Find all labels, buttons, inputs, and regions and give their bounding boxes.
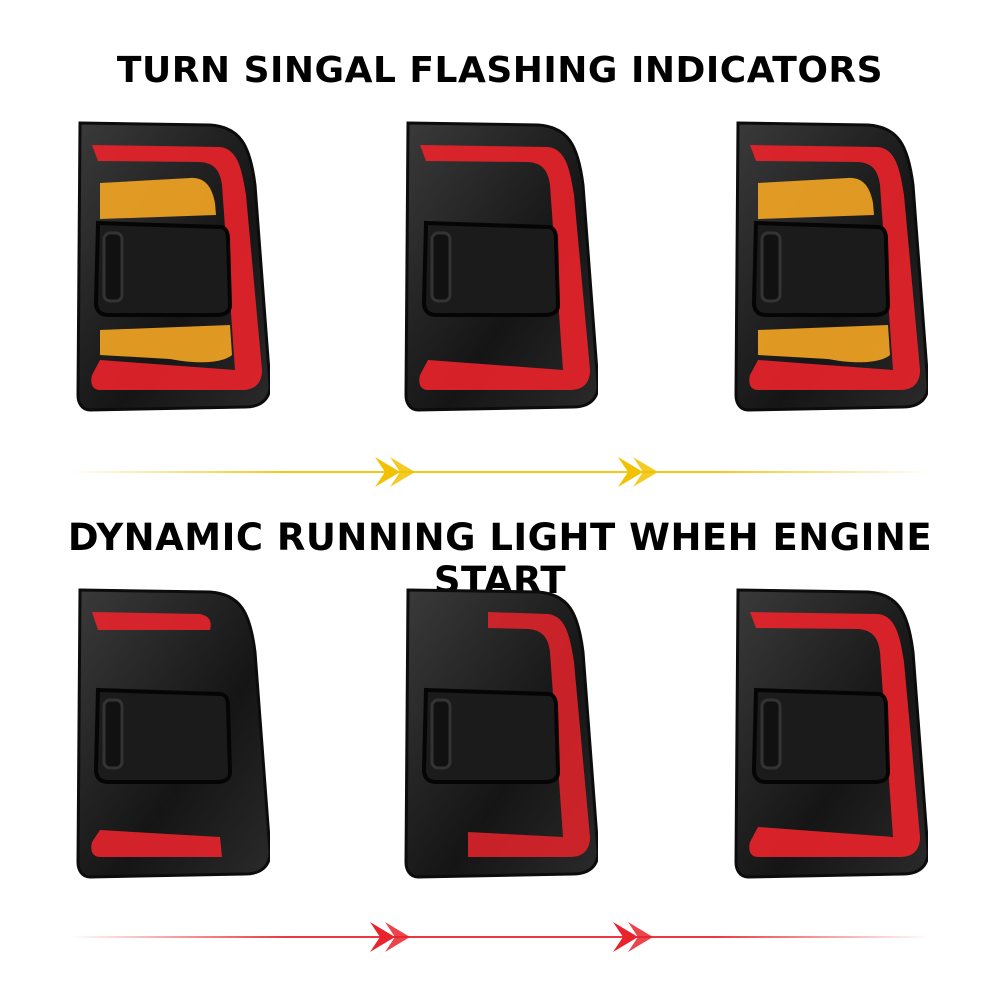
tail-light-run-1	[70, 582, 270, 882]
chevron-right-icon	[375, 457, 415, 487]
tail-light-run-3	[728, 582, 928, 882]
tail-light-run-3-graphic	[734, 588, 928, 879]
chevron-right-icon	[613, 922, 653, 952]
tail-light-turn-2	[398, 115, 598, 415]
turn-sequence-arrows	[70, 452, 930, 492]
chevron-right-icon	[618, 457, 658, 487]
tail-light-run-2	[398, 582, 598, 882]
tail-light-run-1-graphic	[76, 588, 270, 879]
tail-light-run-2-graphic	[404, 588, 598, 879]
tail-light-turn-3-graphic	[734, 121, 928, 412]
running-sequence-line	[70, 936, 930, 938]
tail-light-turn-3	[728, 115, 928, 415]
tail-light-turn-1	[70, 115, 270, 415]
running-light-heading: DYNAMIC RUNNING LIGHT WHEH ENGINE START	[67, 516, 933, 602]
turn-sequence-line	[70, 471, 930, 473]
chevron-right-icon	[370, 922, 410, 952]
tail-light-turn-1-graphic	[76, 121, 270, 412]
turn-signal-heading: TURN SINGAL FLASHING INDICATORS	[116, 50, 884, 91]
tail-light-turn-2-graphic	[404, 121, 598, 412]
running-sequence-arrows	[70, 917, 930, 957]
